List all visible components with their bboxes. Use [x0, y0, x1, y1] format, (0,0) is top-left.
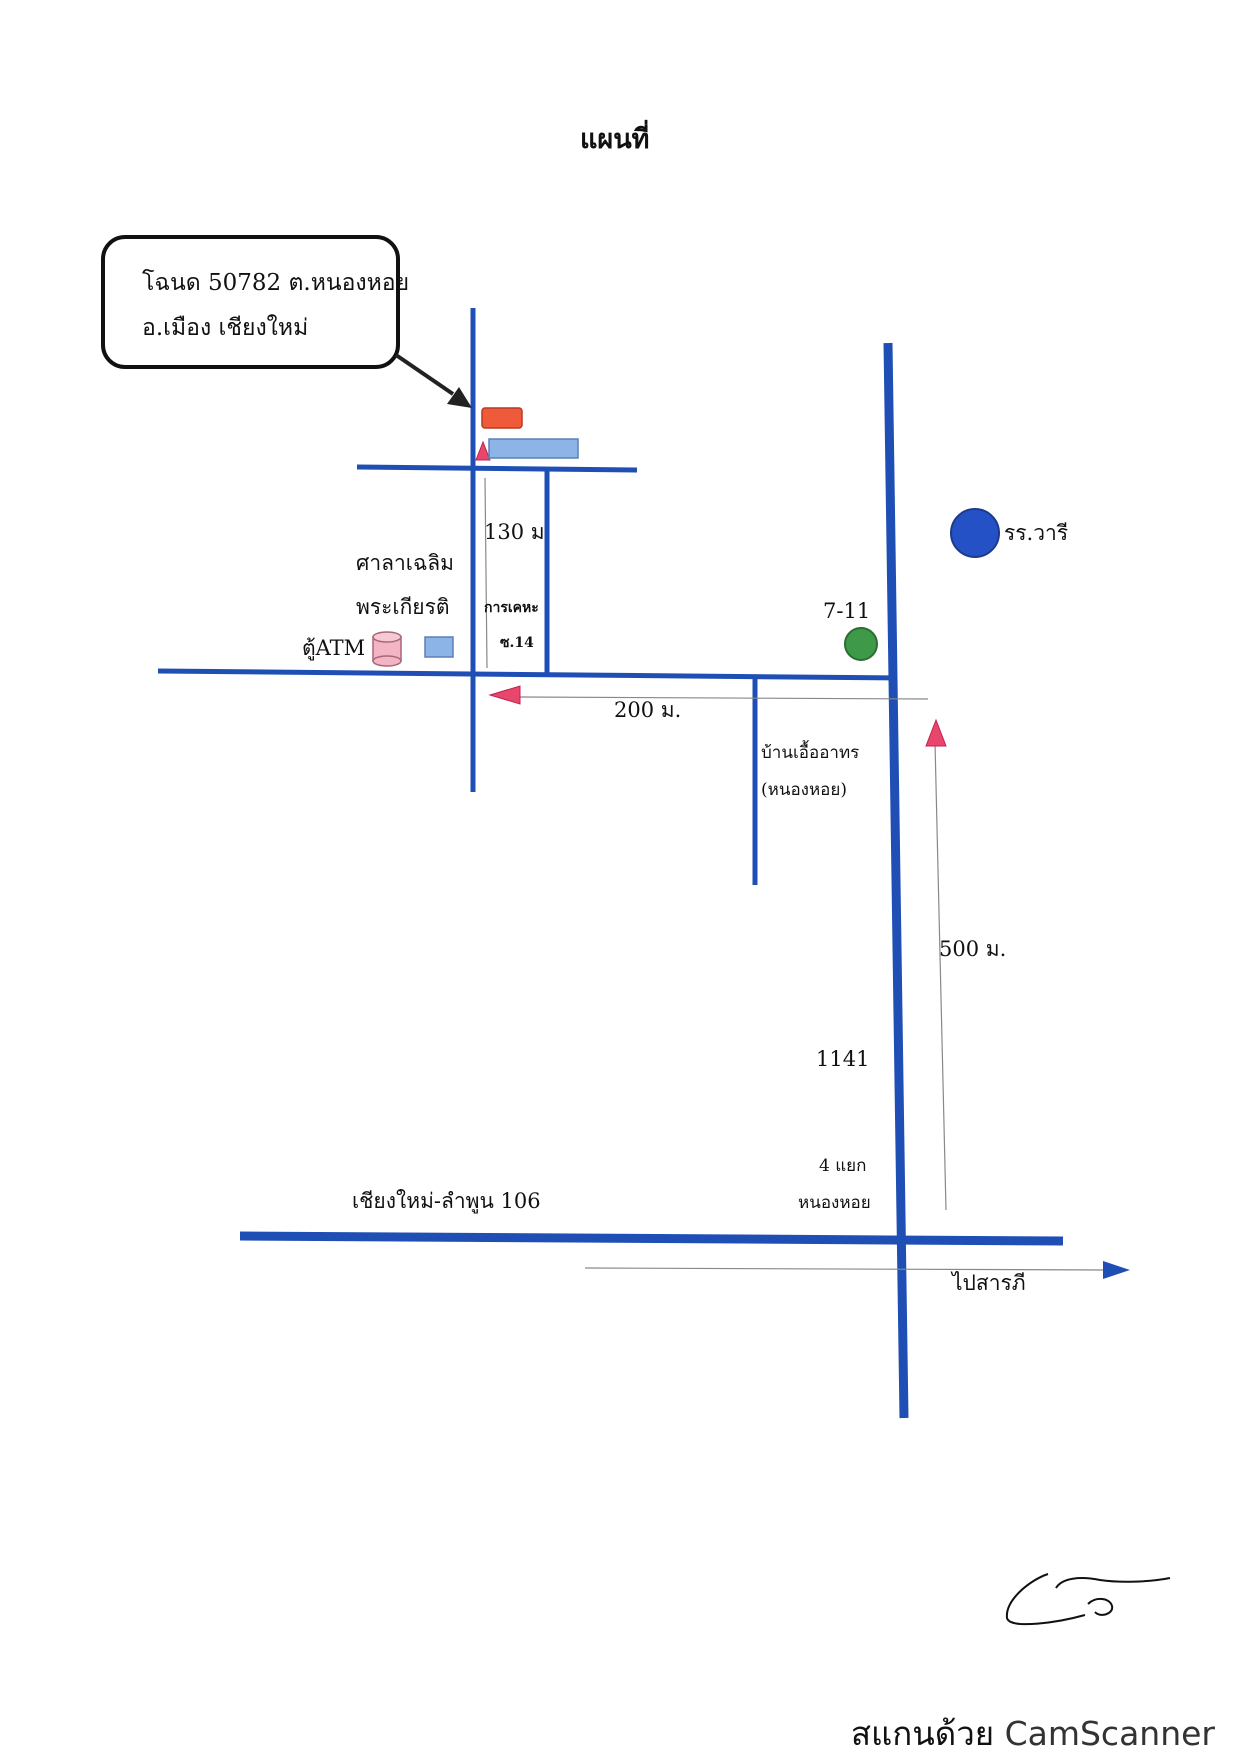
soi14-label: ซ.14	[500, 635, 534, 651]
junction-label-line2: หนองหอย	[798, 1193, 871, 1213]
arrow-up-plot-icon	[475, 440, 491, 461]
road-106-horizontal	[239, 1231, 1064, 1246]
scanner-watermark: สแกนด้วย CamScanner	[851, 1707, 1215, 1760]
karakeha-label: การเคหะ	[484, 600, 539, 616]
page-title: แผนที่	[580, 124, 650, 155]
callout-district-line: อ.เมือง เชียงใหม่	[142, 315, 309, 341]
guide-200	[519, 696, 929, 700]
roads	[157, 308, 1064, 1419]
arrow-up-500-icon	[925, 718, 947, 747]
atm-label: ตู้ATM	[302, 636, 366, 660]
guide-500	[934, 741, 947, 1211]
arrow-right-saraphi-icon	[1103, 1261, 1130, 1279]
to-saraphi-label: ไปสารภี	[952, 1271, 1026, 1295]
distance-guides	[484, 477, 1106, 1271]
pointer-arrow-icon	[447, 387, 472, 408]
distance-500-label: 500 ม.	[939, 937, 1007, 961]
callout-deed-line: โฉนด 50782 ต.หนองหอย	[142, 270, 410, 296]
plot-red-marker	[481, 407, 523, 429]
road-1141-vertical	[883, 342, 909, 1419]
road-1141-label: 1141	[816, 1047, 870, 1071]
plot-blue-marker	[488, 438, 579, 459]
road-top-horizontal	[356, 464, 638, 473]
road-106-label: เชียงใหม่-ลำพูน 106	[352, 1189, 541, 1213]
school-label: รร.วารี	[1004, 521, 1069, 545]
atm-cylinder-icon	[372, 631, 402, 667]
sala-label-line1: ศาลาเฉลิม	[356, 551, 454, 575]
direction-arrows	[475, 440, 947, 747]
school-circle-marker-icon	[950, 508, 1000, 558]
guide-130	[484, 477, 488, 669]
scanned-with-label: สแกนด้วย	[850, 1714, 995, 1753]
sala-blue-square	[424, 636, 454, 658]
junction-label-line1: 4 แยก	[819, 1156, 867, 1176]
pointer-arrow-line	[394, 353, 455, 396]
baan-label-line2: (หนองหอย)	[761, 780, 847, 800]
seven-eleven-label: 7-11	[823, 599, 871, 623]
baan-label-line1: บ้านเอื้ออาทร	[761, 743, 860, 763]
distance-130-label: 130 ม	[484, 520, 545, 544]
seven-eleven-circle-marker-icon	[844, 627, 878, 661]
signature	[1005, 1573, 1171, 1626]
scanner-app-name: CamScanner	[1004, 1714, 1215, 1753]
callout-box	[101, 235, 400, 369]
arrow-left-icon	[488, 685, 521, 705]
distance-200-label: 200 ม.	[614, 698, 682, 722]
sala-label-line2: พระเกียรติ	[356, 595, 450, 619]
guide-saraphi	[584, 1267, 1106, 1271]
road-mid-horizontal	[157, 668, 898, 681]
